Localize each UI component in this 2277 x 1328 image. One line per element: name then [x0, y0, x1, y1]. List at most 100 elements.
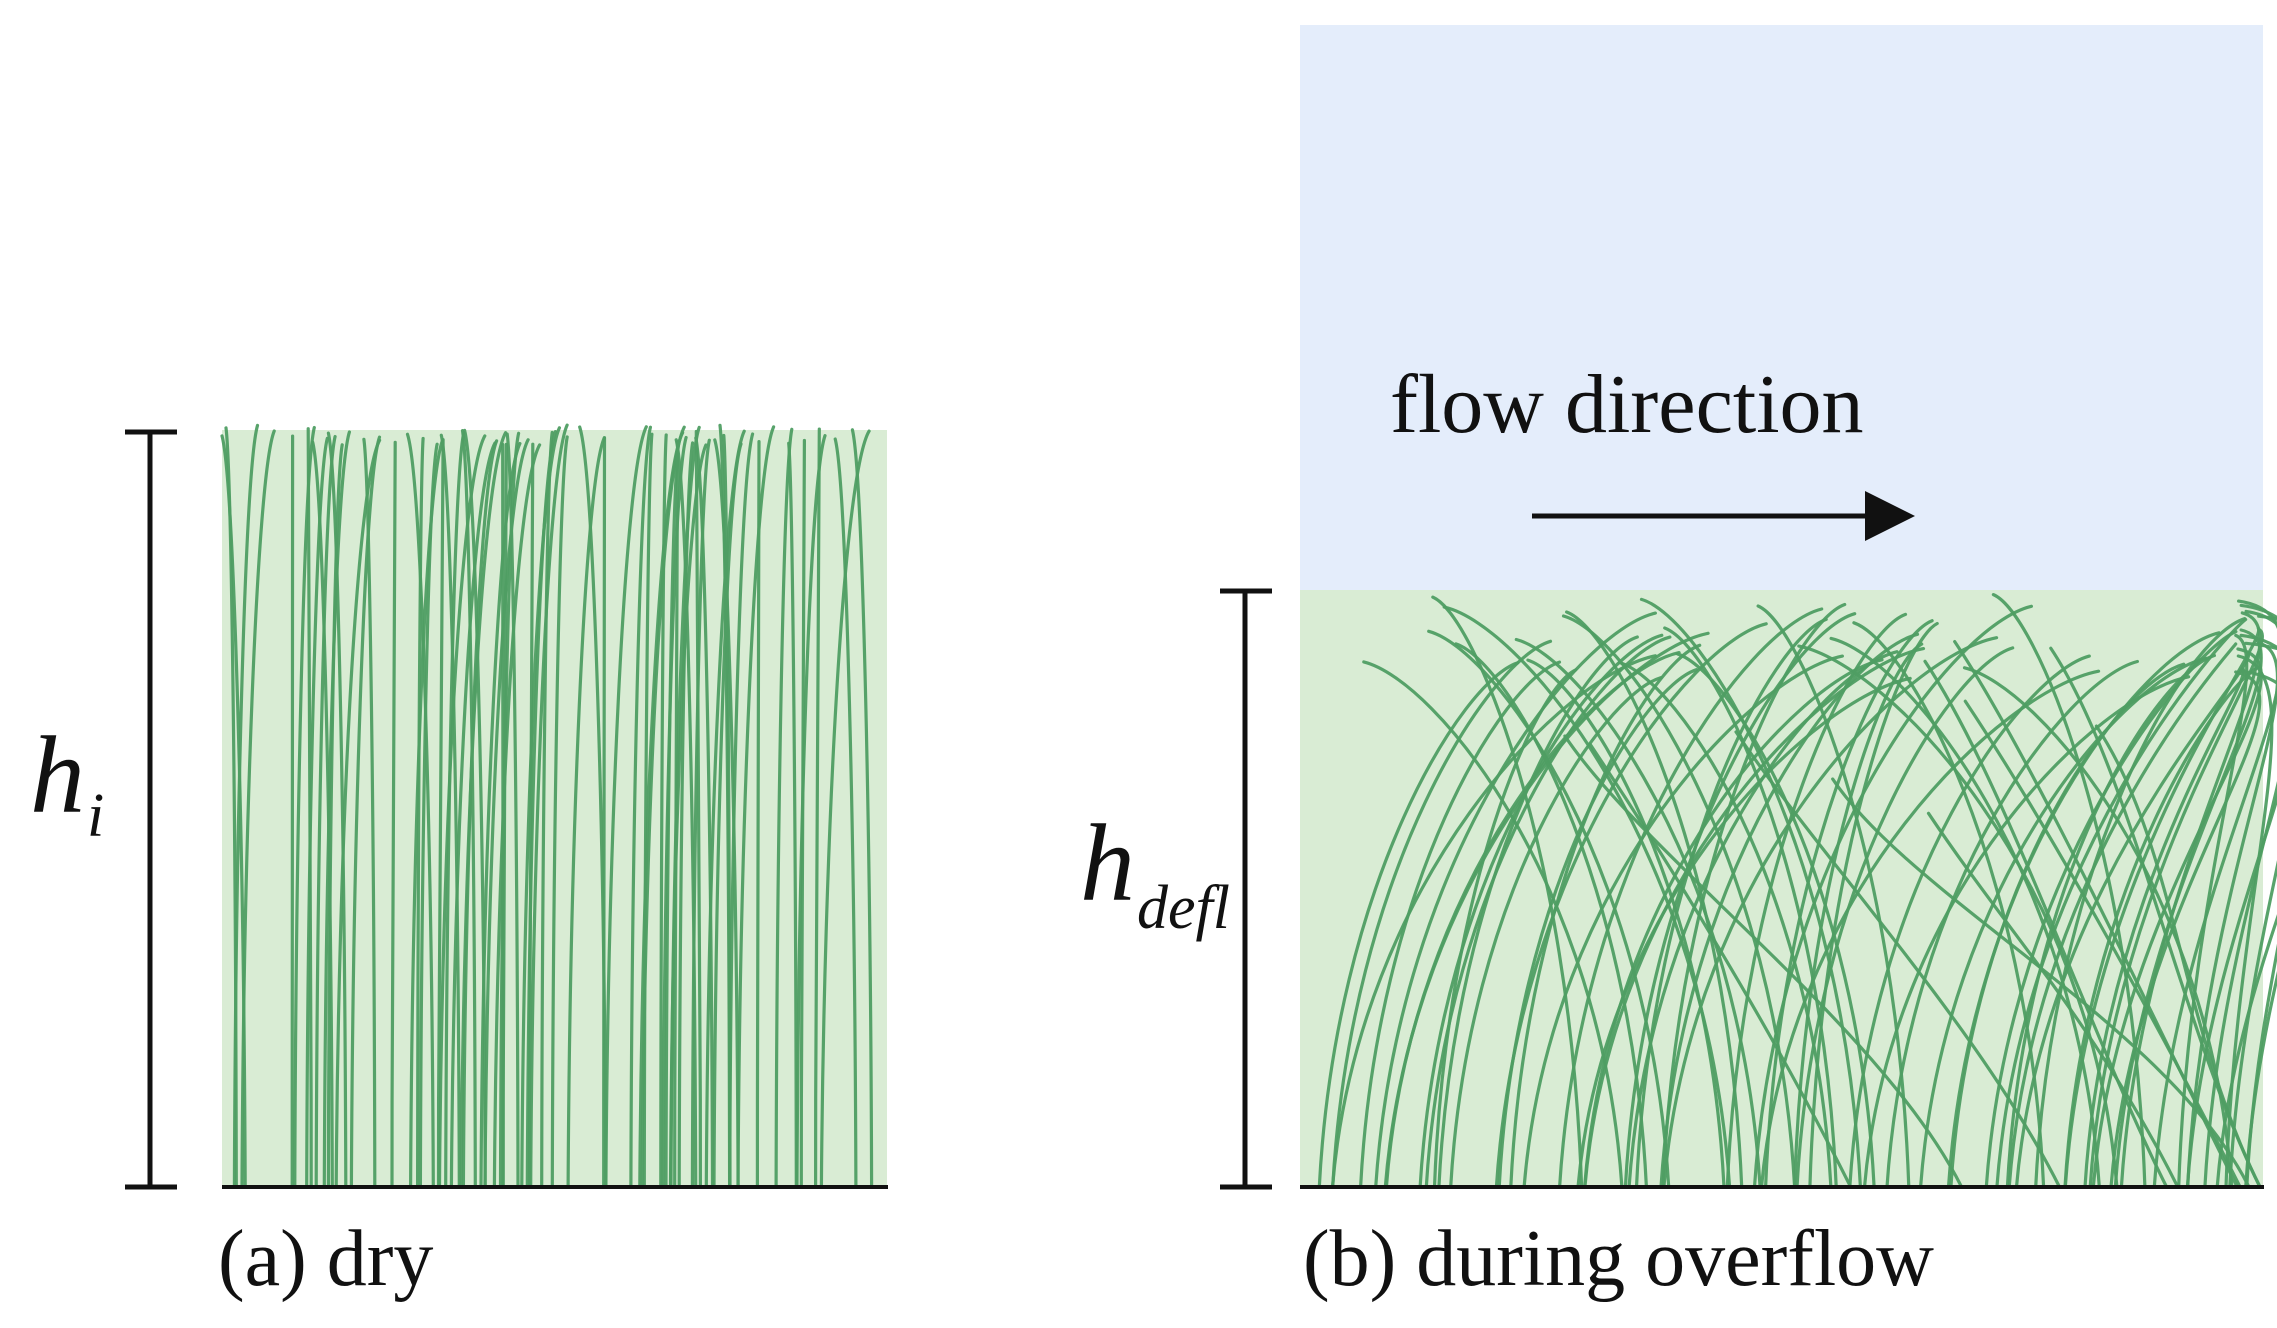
grass-blade [799, 438, 806, 1189]
grass-blade [444, 431, 466, 1189]
grass-blade [1923, 659, 2169, 1189]
grass-blade [492, 443, 542, 1189]
grass-blade [460, 429, 477, 1189]
grass-blade [326, 443, 344, 1189]
grass-blade [1852, 621, 2046, 1189]
grass-blade [439, 433, 461, 1189]
grass-blade [787, 441, 798, 1189]
grass-blade [314, 434, 337, 1189]
grass-blade [578, 425, 608, 1189]
grass-blade [1514, 637, 1762, 1189]
grass-blade [501, 442, 508, 1189]
grass-blade [1995, 617, 2248, 1189]
grass-blade [1663, 626, 1838, 1189]
grass-blade [349, 435, 382, 1189]
grass-blade [2215, 641, 2277, 1189]
grass-blade [479, 442, 522, 1189]
grass-blade [362, 437, 377, 1189]
grass-blade [1565, 610, 1744, 1189]
grass-blade [520, 426, 561, 1189]
grass-blade [1331, 639, 1553, 1189]
grass-blade [449, 441, 497, 1189]
grass-blade [774, 427, 794, 1189]
grass-blade [1431, 595, 1584, 1189]
grass-blade [1418, 633, 1664, 1189]
grass-blade [2203, 609, 2277, 1189]
grass-blade [1454, 642, 1648, 1189]
grass-blade [224, 426, 238, 1189]
grass-blade [674, 438, 698, 1189]
grass-blade [2007, 642, 2238, 1189]
grass-blade [1374, 611, 1657, 1189]
grass-blade [1359, 660, 1562, 1189]
grass-blade [1797, 644, 2119, 1189]
grass-blade [814, 427, 821, 1189]
grass-blade [1522, 654, 1844, 1189]
grass-blade [1634, 617, 1828, 1189]
grass-blade [1558, 607, 1824, 1189]
grass-blade [1793, 642, 1924, 1189]
grass-blade [311, 440, 334, 1189]
grass-blade [2063, 665, 2260, 1189]
grass-blade [1662, 636, 1999, 1189]
grass-blade [2109, 670, 2262, 1189]
grass-blade [1424, 635, 1672, 1189]
grass-blade [1795, 646, 2015, 1189]
grass-blade [1442, 605, 1732, 1189]
grass-blade [1576, 676, 1912, 1189]
flow-direction-label: flow direction [1390, 358, 1864, 451]
grass-blade [1661, 602, 1847, 1189]
grass-blade [1848, 654, 2091, 1189]
grass-blade [240, 429, 276, 1189]
grass-blade [505, 432, 520, 1189]
grass-blade [850, 428, 874, 1189]
grass-blade [1734, 730, 2062, 1189]
grass-blade [755, 440, 761, 1189]
grass-blade [390, 440, 397, 1189]
grass-blade [1926, 811, 2180, 1189]
grass-blades-b [1317, 593, 2277, 1189]
grass-blade [694, 429, 702, 1189]
grass-blade [1919, 656, 2208, 1189]
grass-blade [1756, 604, 1911, 1189]
grass-blade [1497, 668, 1698, 1189]
grass-blade [483, 438, 530, 1189]
grass-blade [1384, 651, 1681, 1189]
grass-blade [1862, 675, 2191, 1189]
grass-blade [459, 431, 508, 1189]
caption-a: (a) dry [218, 1215, 433, 1303]
grass-blade [629, 425, 652, 1189]
grass-blade [673, 440, 680, 1189]
caption-b: (b) during overflow [1303, 1215, 1934, 1303]
grass-blade [736, 425, 776, 1189]
panel-b-overflow: flow direction hdefl (b) during overflow [1080, 25, 2277, 1303]
grass-blade [1752, 604, 2033, 1189]
height-bar-b [1220, 588, 1272, 1190]
grass-blade [713, 438, 740, 1189]
grass-blade [2186, 641, 2277, 1189]
grass-blade [2049, 646, 2262, 1189]
height-bar-a [125, 429, 177, 1190]
grass-blade [1659, 632, 1920, 1189]
grass-blade [1526, 658, 1726, 1189]
grass-blade [669, 425, 701, 1189]
grass-blade [305, 436, 329, 1189]
grass-blade [2063, 626, 2261, 1189]
grass-blade [1623, 612, 1857, 1189]
grass-blade [1675, 652, 1876, 1189]
grass-blade [712, 442, 743, 1189]
grass-blade [1588, 743, 1853, 1189]
grass-blade [638, 431, 685, 1189]
grass-blade [1563, 734, 1964, 1189]
panel-a-dry: hi (a) dry [30, 423, 888, 1303]
height-label-hi: hi [30, 714, 104, 850]
grass-blade [334, 438, 382, 1189]
grass-blade [293, 425, 316, 1189]
grass-blade [1885, 659, 2139, 1189]
grass-blade [1427, 629, 1671, 1189]
grass-blade [722, 433, 732, 1189]
grass-blade [1330, 654, 1657, 1189]
grass-blade [642, 432, 654, 1189]
grass-blade [1432, 668, 1578, 1189]
